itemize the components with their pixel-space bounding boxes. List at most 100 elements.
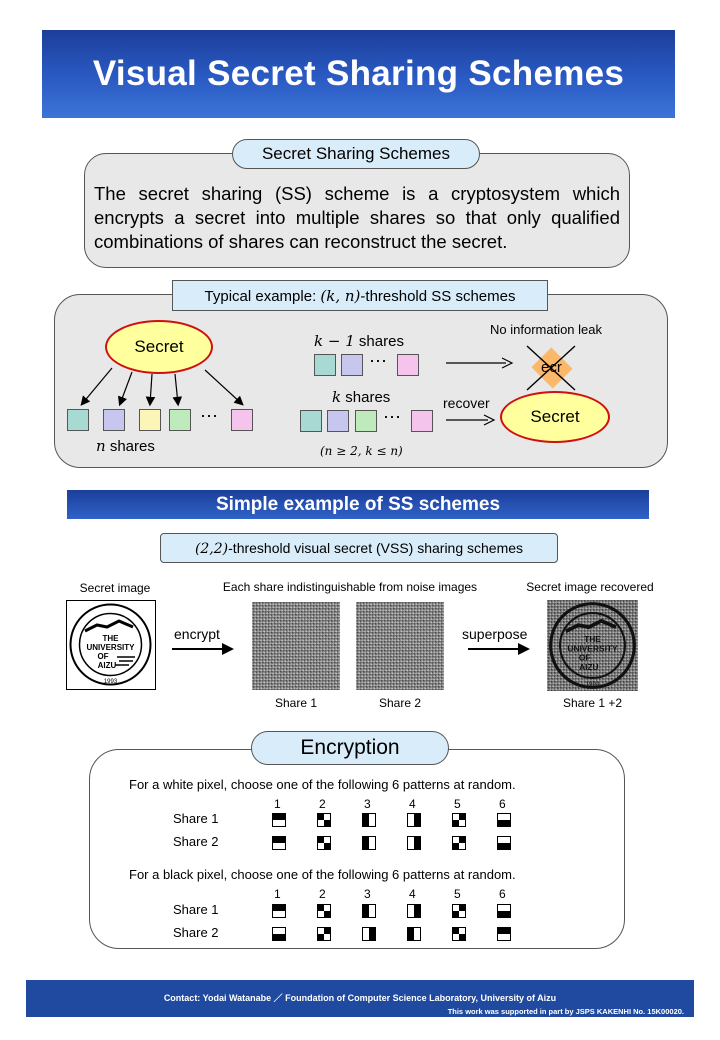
recovered-caption: Secret image recovered	[526, 580, 654, 594]
black-share1-pattern	[407, 904, 421, 918]
white-share1-pattern	[362, 813, 376, 827]
black-share1-pattern	[362, 904, 376, 918]
encrypt-arrow	[172, 643, 234, 655]
encrypt-label: encrypt	[174, 626, 220, 642]
black-pattern-number: 2	[319, 887, 326, 901]
share-square-1	[67, 409, 89, 431]
share-square-2	[103, 409, 125, 431]
encryption-pill: Encryption	[251, 731, 449, 765]
black-share1-pattern	[452, 904, 466, 918]
recovered-image: THE UNIVERSITY OF AIZU 1993	[547, 600, 638, 691]
intro-pill-label: Secret Sharing Schemes	[261, 144, 451, 163]
white-pattern-number: 2	[319, 797, 326, 811]
section-title: Simple example of SS schemes	[215, 493, 501, 515]
encryption-panel	[89, 749, 625, 949]
typical-label-math: (k, n)	[320, 286, 361, 305]
typical-label-suffix: -threshold SS schemes	[360, 287, 516, 305]
white-pattern-number: 3	[364, 797, 371, 811]
black-share2-pattern	[407, 927, 421, 941]
share2-image	[356, 602, 444, 690]
black-row2-label: Share 2	[173, 925, 219, 940]
white-pattern-number: 1	[274, 797, 281, 811]
white-share2-pattern	[407, 836, 421, 850]
white-pattern-number: 6	[499, 797, 506, 811]
black-share1-pattern	[497, 904, 511, 918]
svg-text:AIZU: AIZU	[98, 661, 117, 670]
white-share1-pattern	[317, 813, 331, 827]
svg-text:AIZU: AIZU	[579, 662, 599, 672]
white-row1-label: Share 1	[173, 811, 219, 826]
svg-text:1993: 1993	[104, 679, 118, 685]
condition-label: (n ≥ 2, k ≤ n)	[320, 444, 403, 458]
secret-oval-label: Secret	[134, 337, 184, 356]
white-share2-pattern	[452, 836, 466, 850]
white-pattern-number: 4	[409, 797, 416, 811]
black-share2-pattern	[452, 927, 466, 941]
svg-text:OF: OF	[97, 652, 108, 661]
share-square-3	[139, 409, 161, 431]
share12-caption: Share 1 +2	[562, 696, 623, 710]
crossed-secret: ecr	[526, 345, 576, 391]
svg-text:UNIVERSITY: UNIVERSITY	[86, 643, 135, 652]
white-share2-pattern	[497, 836, 511, 850]
k-square-2	[327, 410, 349, 432]
black-share2-pattern	[497, 927, 511, 941]
footer-contact: Contact: Yodai Watanabe ／ Foundation of …	[163, 993, 557, 1003]
footer: Contact: Yodai Watanabe ／ Foundation of …	[26, 980, 694, 1017]
cross-icon	[526, 345, 576, 391]
n-shares-label: n shares	[96, 437, 155, 455]
footer-ack: This work was supported in part by JSPS …	[447, 1007, 684, 1016]
intro-pill: Secret Sharing Schemes	[232, 139, 480, 169]
recovered-secret-oval: Secret	[500, 391, 610, 443]
black-pattern-number: 3	[364, 887, 371, 901]
svg-text:UNIVERSITY: UNIVERSITY	[567, 643, 618, 653]
typical-label: Typical example: (k, n)-threshold SS sch…	[172, 280, 548, 311]
white-pixel-text: For a white pixel, choose one of the fol…	[129, 777, 516, 792]
share-square-n	[231, 409, 253, 431]
svg-text:1993: 1993	[586, 681, 600, 688]
secret-oval: Secret	[105, 320, 213, 374]
split-arrows	[80, 367, 244, 407]
intro-text: The secret sharing (SS) scheme is a cryp…	[94, 183, 620, 252]
vss-label: (2,2)-threshold visual secret (VSS) shar…	[160, 533, 558, 563]
k1-square-2	[341, 354, 363, 376]
white-row2-label: Share 2	[173, 834, 219, 849]
encryption-title: Encryption	[300, 736, 400, 759]
white-share1-pattern	[272, 813, 286, 827]
black-row1-label: Share 1	[173, 902, 219, 917]
secret-image: THE UNIVERSITY OF AIZU 1993	[66, 600, 156, 690]
black-share1-pattern	[317, 904, 331, 918]
white-share2-pattern	[272, 836, 286, 850]
white-share1-pattern	[497, 813, 511, 827]
black-pixel-text: For a black pixel, choose one of the fol…	[129, 867, 516, 882]
black-pattern-number: 6	[499, 887, 506, 901]
svg-text:THE: THE	[103, 634, 120, 643]
k-square-4	[411, 410, 433, 432]
white-pattern-number: 5	[454, 797, 461, 811]
white-share2-pattern	[362, 836, 376, 850]
black-share2-pattern	[272, 927, 286, 941]
ellipsis-k: ⋯	[383, 407, 401, 427]
recovered-seal-icon: THE UNIVERSITY OF AIZU 1993	[549, 602, 636, 689]
black-share1-pattern	[272, 904, 286, 918]
share-square-4	[169, 409, 191, 431]
page-title: Visual Secret Sharing Schemes	[92, 54, 625, 93]
share2-caption: Share 2	[378, 696, 422, 710]
k-square-3	[355, 410, 377, 432]
superpose-arrow	[468, 643, 530, 655]
svg-text:THE: THE	[584, 634, 601, 644]
ellipsis-n: ⋯	[200, 406, 218, 426]
k1-square-3	[397, 354, 419, 376]
k1-square-1	[314, 354, 336, 376]
recover-label: recover	[443, 395, 490, 411]
black-pattern-number: 4	[409, 887, 416, 901]
arrow-recover	[446, 414, 496, 426]
no-leak-label: No information leak	[490, 322, 602, 337]
arrow-no-leak	[446, 357, 514, 369]
intro-panel	[84, 153, 630, 268]
ellipsis-k1: ⋯	[369, 351, 387, 371]
black-share2-pattern	[317, 927, 331, 941]
svg-text:OF: OF	[579, 653, 591, 663]
black-share2-pattern	[362, 927, 376, 941]
k1-shares-label: k − 1 shares	[314, 332, 404, 350]
